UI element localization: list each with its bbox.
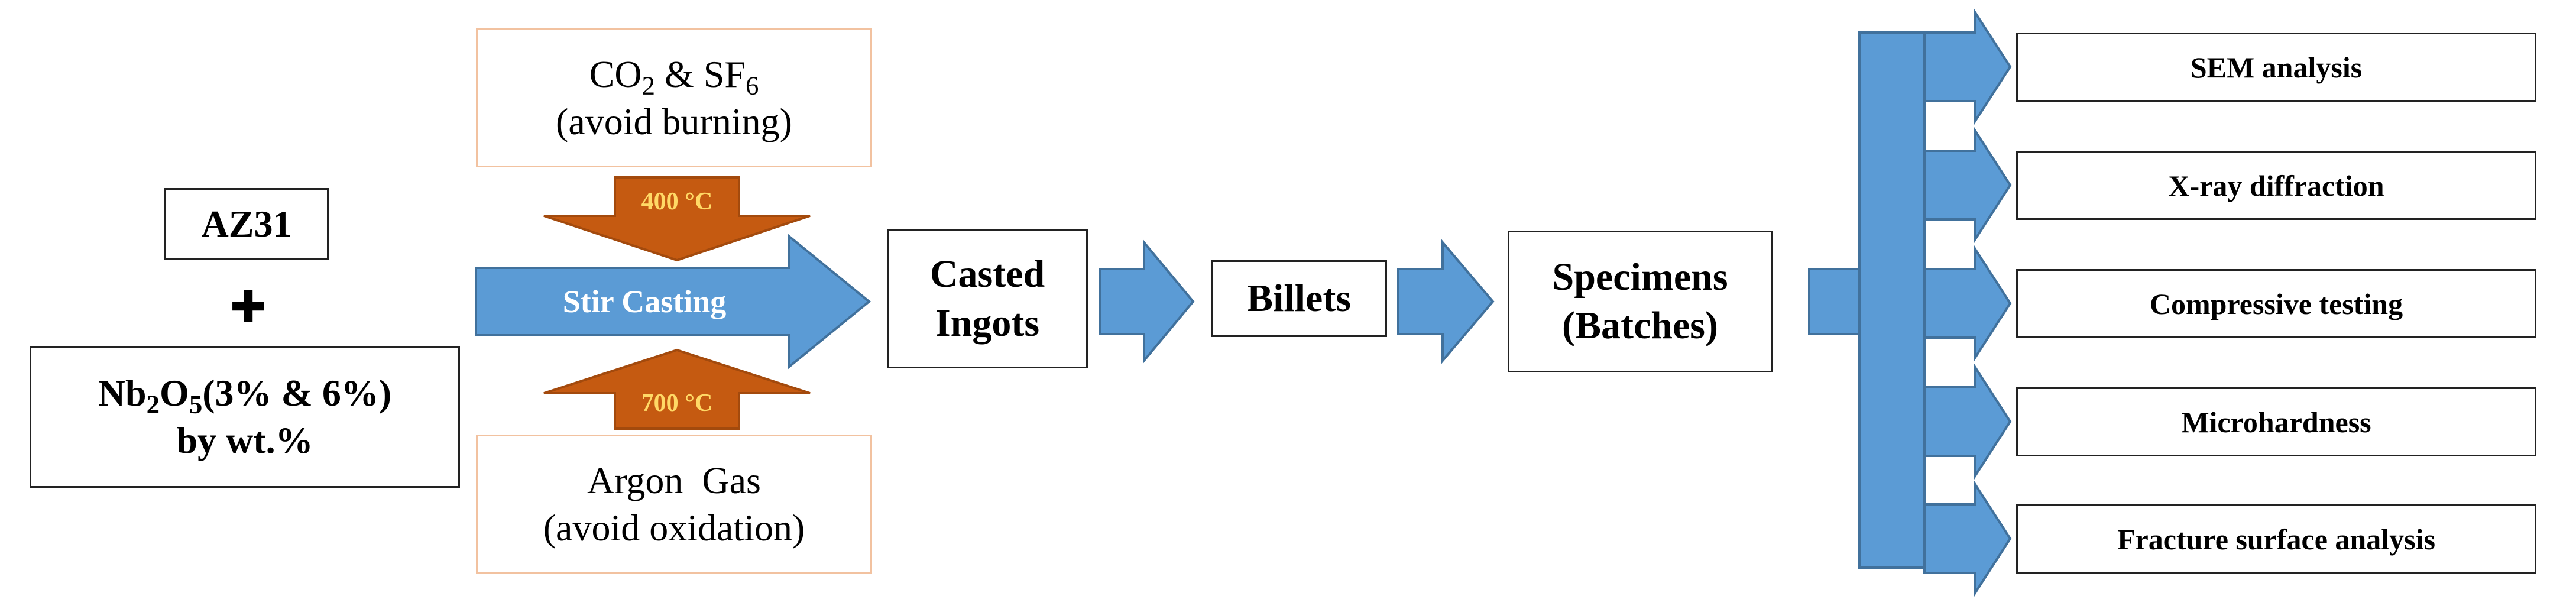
formula-nb: Nb xyxy=(98,372,147,414)
formula-o: O xyxy=(160,372,189,414)
test-compressive-box: Compressive testing xyxy=(2016,269,2536,338)
alloy-box: AZ31 xyxy=(164,188,329,260)
reinforcement-formula: Nb2O5(3% & 6%) xyxy=(98,370,391,417)
atmosphere-top-box: CO2 & SF6 (avoid burning) xyxy=(476,28,872,167)
casted-ingots-box: Casted Ingots xyxy=(887,229,1088,368)
specimens-line1: Specimens xyxy=(1552,255,1728,299)
arrow-to-specimens xyxy=(1397,239,1495,364)
temp-700-label: 700 °C xyxy=(615,380,739,427)
test-xrd-box: X-ray diffraction xyxy=(2016,151,2536,220)
test-microhardness-box: Microhardness xyxy=(2016,387,2536,456)
temp-400-text: 400 °C xyxy=(641,188,713,215)
amp-symbol: & xyxy=(664,53,694,95)
co2-main: CO xyxy=(589,53,642,95)
plus-symbol: ✚ xyxy=(229,283,267,332)
branch-arrow-microhardness xyxy=(1923,362,2012,481)
atmosphere-top-gases: CO2 & SF6 xyxy=(589,51,759,101)
test-fracture-label: Fracture surface analysis xyxy=(2117,522,2435,556)
reinforcement-box: Nb2O5(3% & 6%) by wt.% xyxy=(30,346,460,488)
atmosphere-bottom-purpose: (avoid oxidation) xyxy=(543,506,805,549)
ingots-line2: Ingots xyxy=(935,301,1040,345)
co2-sub: 2 xyxy=(641,70,655,101)
sf6-sub: 6 xyxy=(745,70,759,101)
test-xrd-label: X-ray diffraction xyxy=(2168,169,2384,202)
branch-arrow-fracture xyxy=(1923,480,2012,598)
sf6-main: SF xyxy=(703,53,746,95)
temp-400-arrow xyxy=(543,176,811,262)
specimens-line2: (Batches) xyxy=(1562,304,1718,347)
distribution-bar xyxy=(1858,31,1926,569)
reinforcement-unit: by wt.% xyxy=(176,419,313,461)
test-microhardness-label: Microhardness xyxy=(2181,405,2371,439)
test-sem-label: SEM analysis xyxy=(2190,50,2363,84)
formula-rest: (3% & 6%) xyxy=(202,372,392,414)
stir-casting-text: Stir Casting xyxy=(562,284,727,319)
specimens-box: Specimens (Batches) xyxy=(1508,231,1773,372)
formula-o-sub: 5 xyxy=(189,389,203,419)
test-sem-box: SEM analysis xyxy=(2016,33,2536,102)
atmosphere-bottom-box: Argon Gas (avoid oxidation) xyxy=(476,435,872,574)
arrow-to-distribution xyxy=(1808,268,1864,335)
temp-700-arrow xyxy=(543,348,811,430)
atmosphere-bottom-gas: Argon Gas xyxy=(587,459,761,501)
test-compressive-label: Compressive testing xyxy=(2149,287,2403,320)
stir-casting-label: Stir Casting xyxy=(479,269,810,334)
billets-text: Billets xyxy=(1247,277,1351,320)
formula-nb-sub: 2 xyxy=(146,389,160,419)
branch-arrow-sem xyxy=(1923,8,2012,126)
billets-box: Billets xyxy=(1211,260,1387,337)
temp-400-label: 400 °C xyxy=(615,179,739,225)
arrow-to-billets xyxy=(1099,239,1195,364)
test-fracture-box: Fracture surface analysis xyxy=(2016,504,2536,574)
branch-arrow-xrd xyxy=(1923,126,2012,244)
plus-icon: ✚ xyxy=(219,278,278,337)
stir-casting-arrow xyxy=(475,234,871,370)
alloy-label: AZ31 xyxy=(201,203,292,245)
ingots-line1: Casted xyxy=(929,252,1045,296)
branch-arrow-compressive xyxy=(1923,244,2012,362)
atmosphere-top-purpose: (avoid burning) xyxy=(556,100,792,142)
temp-700-text: 700 °C xyxy=(641,390,713,417)
